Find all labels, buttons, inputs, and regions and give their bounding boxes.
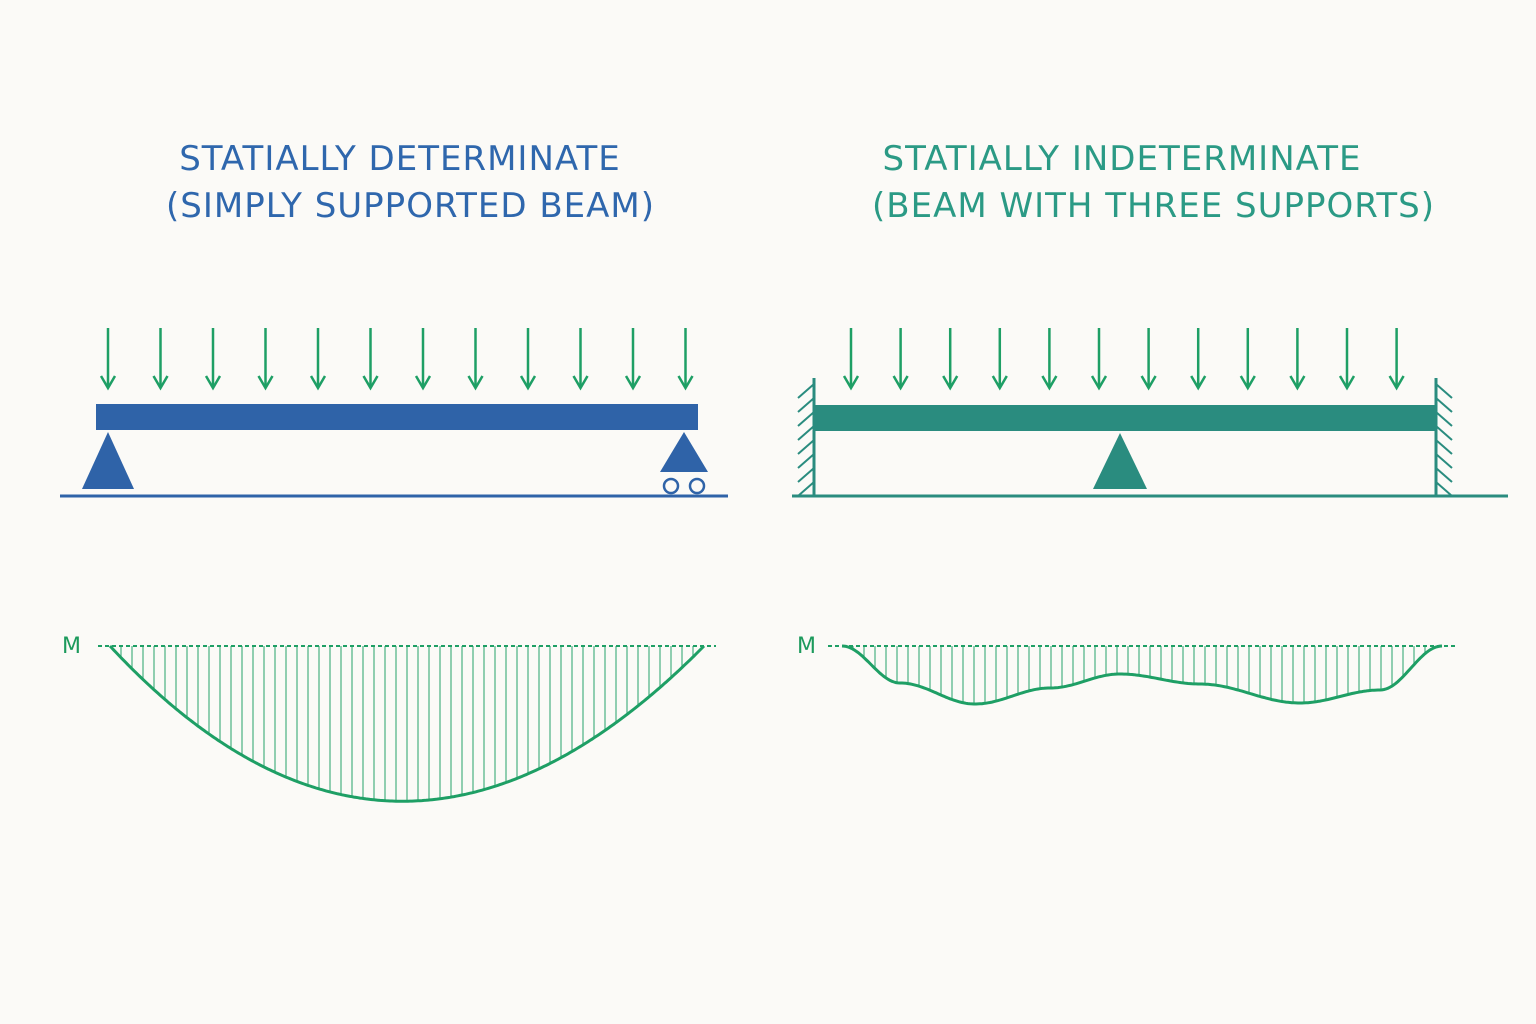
right-middle-pin-support <box>1093 433 1147 489</box>
roller-wheel-right <box>688 477 706 495</box>
load-arrow <box>99 328 117 391</box>
load-arrow <box>362 328 379 391</box>
load-arrow <box>624 328 642 391</box>
load-arrow <box>1190 328 1207 391</box>
load-arrow <box>1239 328 1256 391</box>
load-arrow <box>1090 328 1108 391</box>
right-beam <box>814 405 1436 431</box>
load-arrow <box>991 328 1008 391</box>
roller-wheel-left <box>662 477 680 495</box>
load-arrow <box>204 328 222 391</box>
load-arrow <box>152 328 169 391</box>
left-title-line2: (SIMPLY SUPPORTED BEAM) <box>166 186 656 226</box>
load-arrow <box>572 328 589 391</box>
left-pin-support <box>82 432 134 489</box>
load-arrow <box>519 328 537 391</box>
right-load-arrows <box>842 328 1405 391</box>
left-roller-support <box>660 432 708 495</box>
load-arrow <box>942 328 959 391</box>
load-arrow <box>677 328 694 391</box>
load-arrow <box>309 328 327 391</box>
left-moment-curve <box>108 644 706 803</box>
right-moment-hatching <box>852 646 1437 704</box>
load-arrow <box>1289 328 1306 391</box>
right-fixed-support-right <box>1434 378 1453 497</box>
load-arrow <box>414 328 432 391</box>
right-title-line1: STATIALLY INDETERMINATE <box>882 139 1362 179</box>
right-title-line2: (BEAM WITH THREE SUPPORTS) <box>872 186 1435 226</box>
left-moment-label: M <box>62 634 81 659</box>
load-arrow <box>467 328 484 391</box>
left-title-line1: STATIALLY DETERMINATE <box>179 139 621 179</box>
left-load-arrows <box>99 328 694 391</box>
right-moment-label: M <box>797 634 816 659</box>
left-beam <box>96 404 698 430</box>
load-arrow <box>1041 328 1058 391</box>
load-arrow <box>1140 328 1157 391</box>
left-moment-hatching <box>120 646 694 802</box>
load-arrow <box>1338 328 1356 391</box>
load-arrow <box>1388 328 1405 391</box>
right-fixed-support-left <box>797 378 816 497</box>
load-arrow <box>257 328 274 391</box>
load-arrow <box>842 328 860 391</box>
right-moment-curve <box>841 644 1443 706</box>
load-arrow <box>892 328 909 391</box>
